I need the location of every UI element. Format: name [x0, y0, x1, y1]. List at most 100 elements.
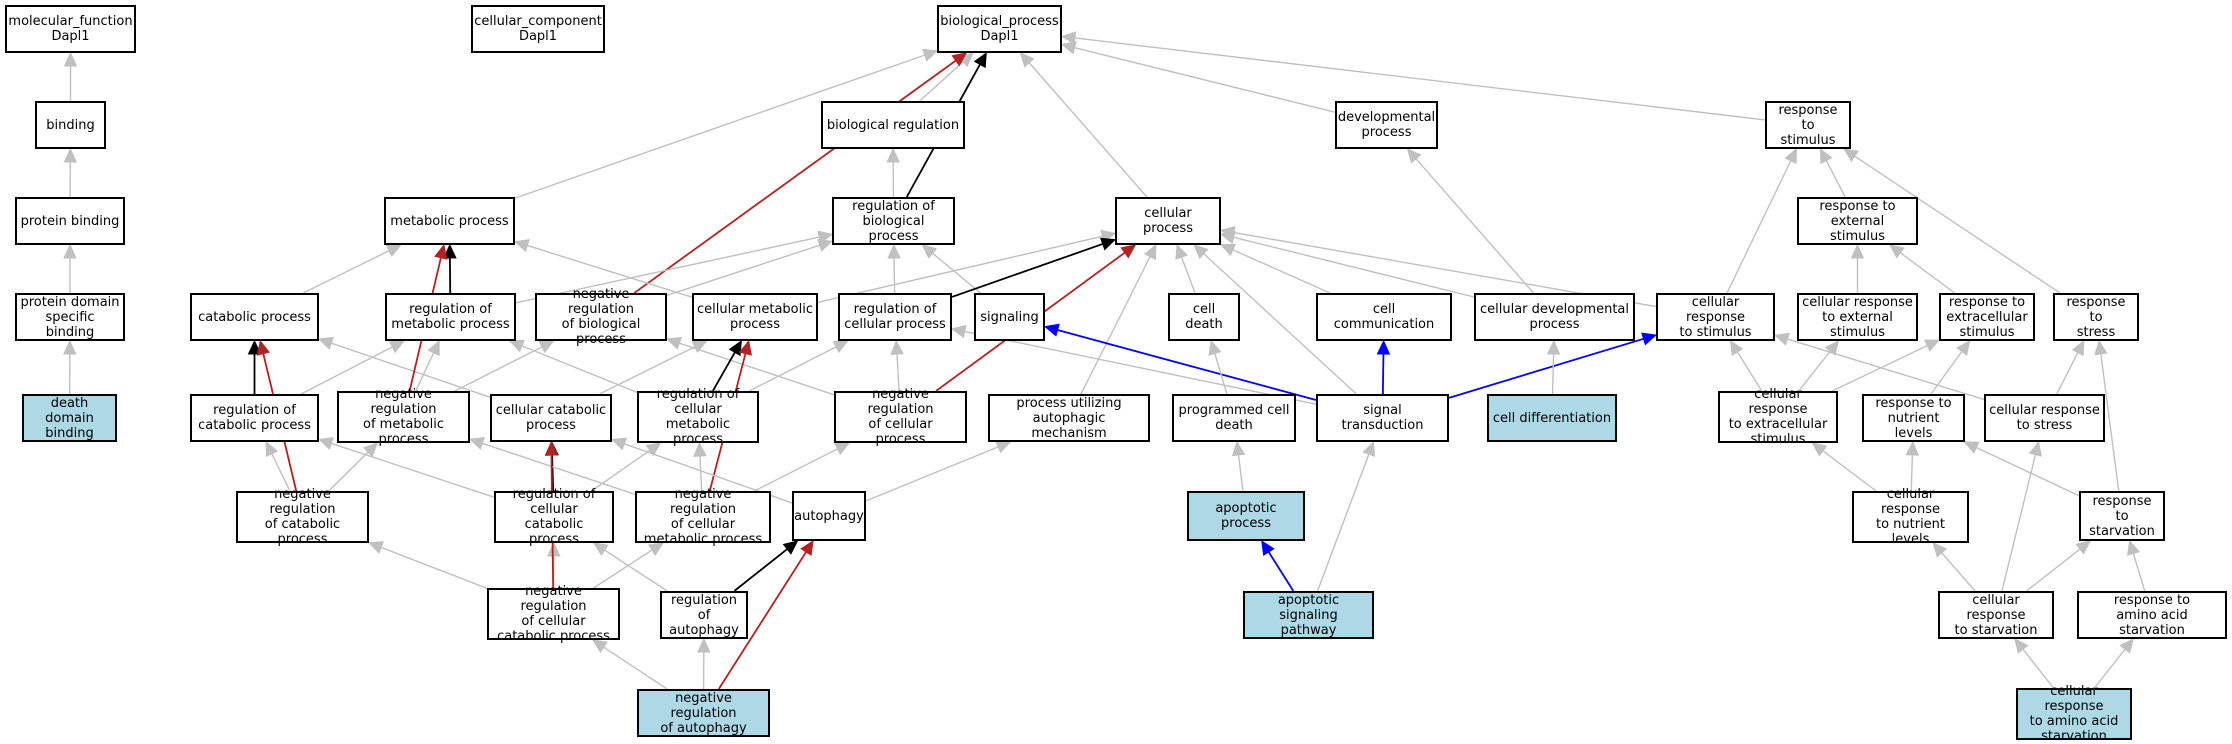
edge-is-a — [1074, 37, 1766, 121]
node-response-to-stress[interactable]: response to stress — [2053, 293, 2139, 341]
node-negative-regulation-of-metabolic-process[interactable]: negative regulation of metabolic process — [337, 387, 470, 447]
node-cellular-component[interactable]: cellular_component Dapl1 — [471, 5, 605, 53]
edge-positively-regulates — [1448, 337, 1644, 399]
node-signaling[interactable]: signaling — [974, 293, 1045, 341]
node-regulation-of-metabolic-process[interactable]: regulation of metabolic process — [385, 293, 516, 341]
node-apoptotic-process[interactable]: apoptotic process — [1187, 491, 1305, 541]
edge-is-a — [754, 448, 838, 492]
node-cellular-response-to-amino-acid-starvation[interactable]: cellular response to amino acid starvati… — [2016, 684, 2132, 744]
node-regulation-of-biological-process[interactable]: regulation of biological process — [832, 197, 955, 245]
edge-is-a — [1080, 256, 1151, 395]
node-negative-regulation-of-autophagy[interactable]: negative regulation of autophagy — [637, 689, 770, 737]
node-developmental-process[interactable]: developmental process — [1335, 101, 1438, 149]
node-negative-regulation-of-cellular-process[interactable]: negative regulation of cellular process — [834, 387, 967, 447]
node-protein-domain-specific-binding[interactable]: protein domain specific binding — [15, 293, 125, 341]
node-cellular-process[interactable]: cellular process — [1115, 197, 1221, 245]
node-regulation-of-cellular-catabolic-process[interactable]: regulation of cellular catabolic process — [494, 487, 614, 547]
node-cell-differentiation[interactable]: cell differentiation — [1487, 394, 1617, 442]
edge-is-a — [1551, 353, 1555, 395]
edge-arrowhead — [693, 441, 707, 457]
node-cellular-response-to-starvation[interactable]: cellular response to starvation — [1938, 591, 2054, 639]
node-cellular-developmental-process[interactable]: cellular developmental process — [1474, 293, 1635, 341]
edge-is-a — [1203, 253, 1357, 395]
edge-arrowhead — [1729, 339, 1744, 357]
edge-is-a — [593, 549, 653, 589]
node-cellular-response-to-nutrient-levels[interactable]: cellular response to nutrient levels — [1852, 487, 1969, 547]
node-negative-regulation-of-catabolic-process[interactable]: negative regulation of catabolic process — [236, 487, 369, 547]
edge-arrowhead — [1956, 340, 1971, 356]
node-regulation-of-catabolic-process[interactable]: regulation of catabolic process — [190, 394, 319, 442]
node-metabolic-process[interactable]: metabolic process — [384, 197, 515, 245]
node-autophagy[interactable]: autophagy — [792, 491, 866, 541]
edge-is-a — [1726, 160, 1792, 294]
node-cell-death[interactable]: cell death — [1168, 293, 1240, 341]
node-negative-regulation-of-biological-process[interactable]: negative regulation of biological proces… — [535, 287, 667, 347]
edge-is-a — [1822, 450, 1877, 492]
edge-is-a — [271, 453, 291, 492]
node-negative-regulation-of-cellular-catabolic-process[interactable]: negative regulation of cellular cataboli… — [487, 584, 620, 644]
edge-is-a — [2001, 454, 2037, 592]
edge-is-a — [482, 442, 636, 495]
node-protein-binding[interactable]: protein binding — [15, 197, 125, 245]
edge-positively-regulates — [1267, 551, 1295, 592]
node-process-utilizing-autophagic-mechanism[interactable]: process utilizing autophagic mechanism — [988, 394, 1150, 442]
node-signal-transduction[interactable]: signal transduction — [1316, 394, 1449, 442]
node-response-to-external-stimulus[interactable]: response to external stimulus — [1797, 197, 1918, 245]
node-death-domain-binding[interactable]: death domain binding — [22, 394, 117, 442]
node-biological-regulation[interactable]: biological regulation — [821, 101, 965, 149]
node-cellular-response-to-external-stimulus[interactable]: cellular response to external stimulus — [1797, 293, 1918, 341]
edge-is-a — [1825, 160, 1846, 198]
edge-is-a — [1976, 446, 2080, 497]
edge-arrowhead — [513, 239, 530, 253]
node-cellular-catabolic-process[interactable]: cellular catabolic process — [490, 394, 612, 442]
edge-arrowhead — [1888, 244, 1905, 259]
node-response-to-extracellular-stimulus[interactable]: response to extracellular stimulus — [1939, 293, 2035, 341]
edge-arrowhead — [2094, 339, 2108, 356]
edge-arrowhead — [728, 339, 742, 357]
node-cellular-response-to-extracellular-stimulus[interactable]: cellular response to extracellular stimu… — [1718, 387, 1838, 447]
edge-is-a — [1074, 46, 1336, 113]
edge-arrowhead — [1824, 340, 1840, 356]
edge-part-of — [951, 243, 1104, 298]
edge-arrowhead — [1932, 542, 1948, 558]
node-cellular-metabolic-process[interactable]: cellular metabolic process — [692, 293, 818, 341]
node-response-to-stimulus[interactable]: response to stimulus — [1765, 101, 1851, 149]
edge-is-a — [2022, 648, 2055, 689]
edge-arrowhead — [2119, 638, 2134, 654]
node-cellular-response-to-stress[interactable]: cellular response to stress — [1984, 394, 2105, 442]
node-response-to-amino-acid-starvation[interactable]: response to amino acid starvation — [2077, 591, 2227, 639]
node-response-to-nutrient-levels[interactable]: response to nutrient levels — [1862, 394, 1965, 442]
node-programmed-cell-death[interactable]: programmed cell death — [1172, 394, 1296, 442]
node-cellular-response-to-stimulus[interactable]: cellular response to stimulus — [1656, 293, 1775, 341]
node-regulation-of-autophagy[interactable]: regulation of autophagy — [660, 591, 748, 639]
edge-arrowhead — [256, 339, 271, 356]
edge-is-a — [817, 235, 1103, 304]
edge-arrowhead — [951, 52, 968, 67]
edge-arrowhead — [922, 48, 939, 62]
edge-arrowhead — [388, 340, 405, 354]
edge-is-a — [1941, 552, 1976, 592]
node-regulation-of-cellular-metabolic-process[interactable]: regulation of cellular metabolic process — [637, 387, 759, 447]
node-cell-communication[interactable]: cell communication — [1316, 293, 1452, 341]
edge-arrowhead — [887, 243, 901, 259]
node-negative-regulation-of-cellular-metabolic-process[interactable]: negative regulation of cellular metaboli… — [635, 487, 771, 547]
edge-arrowhead — [468, 437, 485, 450]
edge-arrowhead — [647, 542, 664, 557]
edge-arrowhead — [1811, 442, 1828, 457]
edge-arrowhead — [1362, 440, 1376, 458]
edge-arrowhead — [817, 238, 834, 252]
edge-positively-regulates — [1381, 353, 1385, 395]
edge-arrowhead — [1406, 148, 1422, 164]
node-response-to-starvation[interactable]: response to starvation — [2079, 491, 2165, 541]
edge-arrowhead — [1175, 243, 1189, 261]
node-catabolic-process[interactable]: catabolic process — [190, 293, 319, 341]
edge-is-a — [1930, 351, 1963, 395]
node-binding[interactable]: binding — [35, 101, 106, 149]
node-apoptotic-signaling-pathway[interactable]: apoptotic signaling pathway — [1243, 591, 1374, 639]
node-biological-process[interactable]: biological_process Dapl1 — [937, 5, 1062, 53]
node-molecular-function[interactable]: molecular_function Dapl1 — [5, 5, 136, 53]
node-regulation-of-cellular-process[interactable]: regulation of cellular process — [838, 293, 952, 341]
edge-is-a — [599, 346, 696, 395]
edge-is-a — [865, 446, 999, 502]
edge-arrowhead — [1208, 339, 1222, 356]
